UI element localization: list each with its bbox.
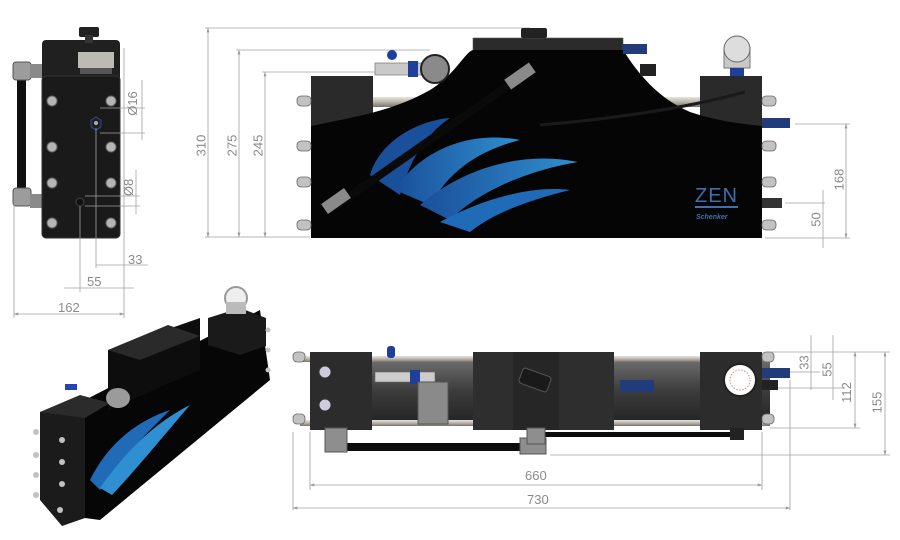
dim-height-total: 310 — [193, 134, 209, 157]
dim-length-total: 730 — [527, 492, 549, 507]
dim-port-lower: 50 — [808, 212, 824, 227]
dim-height-block: 245 — [250, 134, 266, 157]
dim-port-a: 33 — [796, 355, 812, 370]
dim-length-body: 660 — [525, 468, 547, 483]
dim-port-b: 55 — [819, 362, 835, 377]
dim-height-gauge: 275 — [224, 134, 240, 157]
dim-end-width: 162 — [58, 300, 80, 315]
end-view — [12, 27, 148, 318]
dim-depth-body: 112 — [838, 382, 854, 403]
dim-depth-total: 155 — [869, 391, 885, 414]
top-view — [292, 335, 890, 510]
dim-port-upper: 168 — [831, 168, 847, 191]
brand-subtitle: Schenker — [696, 214, 728, 221]
dim-hole-large: Ø16 — [124, 91, 140, 116]
dim-hole-small: Ø8 — [121, 178, 137, 197]
front-view — [205, 27, 850, 248]
brand-logo: ZEN — [695, 185, 738, 208]
dim-offset-large: 55 — [87, 274, 102, 289]
dim-offset-small: 33 — [128, 252, 143, 267]
iso-view — [33, 286, 271, 526]
